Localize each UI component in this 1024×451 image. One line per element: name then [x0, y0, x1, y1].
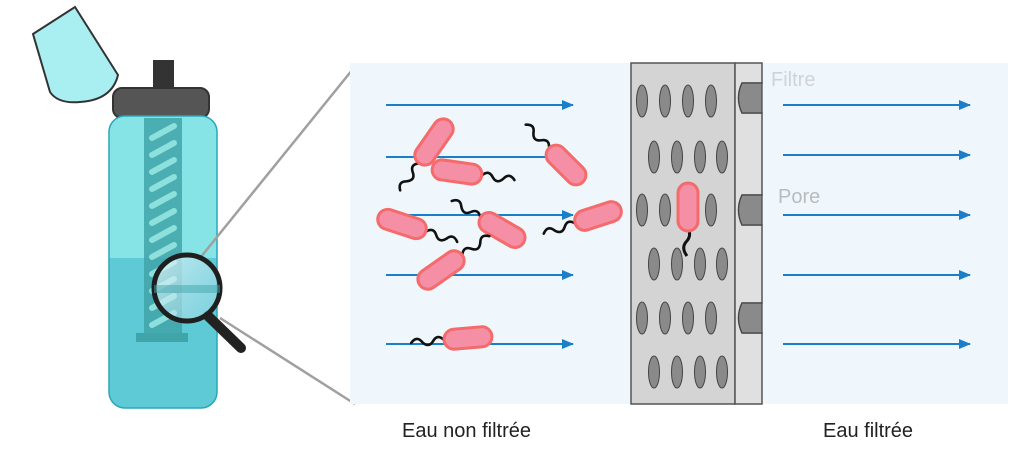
pore-icon — [716, 247, 728, 281]
pore-side-icon — [737, 302, 763, 334]
pore-icon — [648, 140, 660, 174]
pore-icon — [671, 140, 683, 174]
zoom-line-top — [199, 63, 358, 259]
bottle-icon — [31, 5, 218, 409]
label-filter: Filtre — [771, 69, 815, 91]
pore-icon — [659, 301, 671, 335]
flagellum — [450, 198, 482, 219]
pore-icon — [671, 355, 683, 389]
bottle-lid — [31, 5, 120, 104]
bacteria-icon — [376, 207, 459, 244]
spiral-segment — [149, 157, 177, 175]
pore-side-icon — [737, 82, 763, 114]
magnifier-icon — [151, 252, 246, 353]
pore-icon — [636, 193, 648, 227]
straw-top — [153, 60, 174, 92]
bacteria-body — [573, 200, 623, 232]
flagellum — [424, 228, 459, 244]
spiral-segment — [149, 191, 177, 209]
pore-icon — [648, 247, 660, 281]
pore-icon — [694, 247, 706, 281]
bacteria-body — [442, 325, 494, 351]
bacteria-icon — [398, 117, 455, 192]
spiral-segment — [149, 174, 177, 192]
pore-icon — [716, 140, 728, 174]
flagellum — [460, 234, 491, 257]
spiral-segment — [149, 123, 177, 141]
pore-icon — [636, 301, 648, 335]
bacteria-body — [544, 143, 588, 187]
trapped-bacteria — [676, 181, 700, 257]
label-pore: Pore — [778, 186, 820, 208]
spiral-segment — [149, 242, 177, 260]
caption-filtered: Eau filtrée — [823, 420, 914, 442]
pore-icon — [636, 84, 648, 118]
bacteria-body — [413, 117, 455, 167]
pore-icon — [682, 84, 694, 118]
bacteria-icon — [430, 158, 516, 186]
spiral-segment — [149, 140, 177, 158]
pore-icon — [705, 301, 717, 335]
bacteria-body — [376, 207, 428, 241]
pore-icon — [705, 84, 717, 118]
bacteria-group — [376, 117, 623, 351]
filter-base — [136, 333, 188, 342]
zoom-line-bottom — [219, 316, 356, 406]
pore-icon — [648, 355, 660, 389]
flagellum — [524, 123, 551, 150]
flagellum — [398, 161, 421, 192]
filter-membrane-icon — [630, 62, 763, 405]
pore-icon — [671, 247, 683, 281]
flagellum — [409, 335, 446, 347]
spiral-segment — [149, 208, 177, 226]
flow-arrows-filtered — [783, 100, 971, 349]
pore-icon — [694, 140, 706, 174]
pore-icon — [694, 355, 706, 389]
bacteria-icon — [416, 234, 491, 291]
pore-icon — [659, 84, 671, 118]
bacteria-icon — [524, 123, 588, 187]
bacteria-body — [430, 158, 484, 186]
pore-side-icon — [737, 194, 763, 226]
pore-icon — [716, 355, 728, 389]
flagellum — [542, 220, 577, 235]
pore-icon — [682, 301, 694, 335]
bacteria-icon — [542, 200, 623, 235]
pore-icon — [659, 193, 671, 227]
bacteria-body — [416, 249, 466, 291]
bacteria-icon — [450, 198, 527, 249]
caption-unfiltered: Eau non filtrée — [402, 420, 531, 442]
flagellum — [480, 171, 516, 183]
bacteria-icon — [409, 325, 494, 351]
spiral-segment — [149, 225, 177, 243]
bacteria-body — [477, 211, 527, 249]
pore-icon — [705, 193, 717, 227]
bottle-cap — [112, 87, 210, 119]
